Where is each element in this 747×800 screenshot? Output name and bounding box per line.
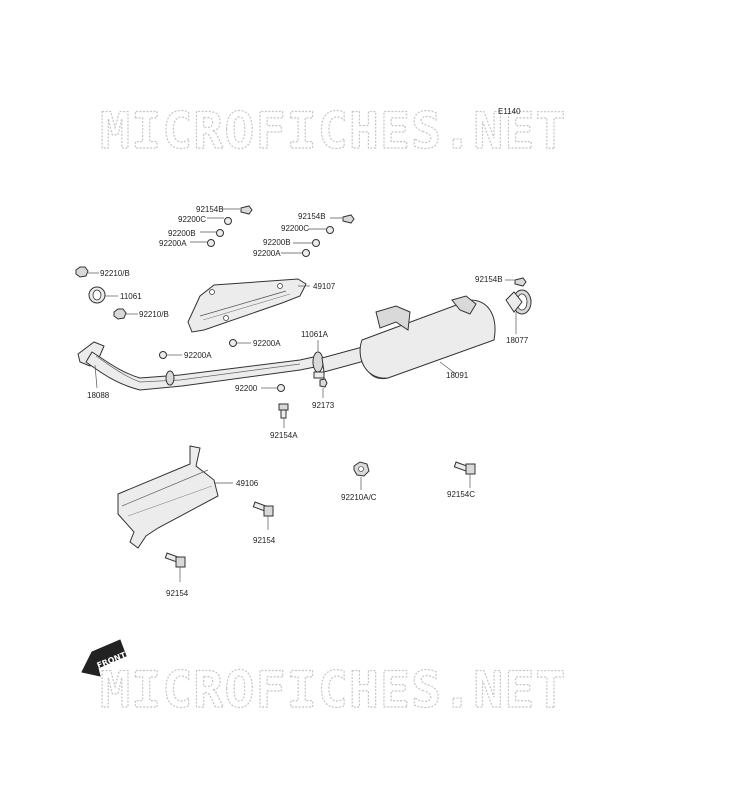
muffler-18091[interactable] bbox=[321, 295, 496, 380]
label-92154B-1: 92154B bbox=[196, 205, 224, 214]
label-49106: 49106 bbox=[236, 479, 259, 488]
label-92200: 92200 bbox=[235, 384, 258, 393]
nut-92210AC[interactable] bbox=[353, 461, 370, 477]
nut-92210B-2[interactable] bbox=[113, 308, 127, 320]
label-92200B-2: 92200B bbox=[263, 238, 291, 247]
exhaust-pipe-18088[interactable] bbox=[77, 341, 321, 391]
hardware-stack-middle bbox=[281, 214, 355, 257]
heat-guard-49106[interactable] bbox=[117, 445, 219, 549]
washer-92200A-4[interactable] bbox=[229, 339, 237, 347]
label-92210AC: 92210A/C bbox=[341, 493, 377, 502]
label-11061A: 11061A bbox=[301, 330, 329, 339]
label-92200A-1: 92200A bbox=[159, 239, 187, 248]
washer-92200A-2[interactable] bbox=[302, 249, 310, 257]
watermark-top: MICROFICHES.NET bbox=[100, 102, 567, 160]
label-92200B-1: 92200B bbox=[168, 229, 196, 238]
label-92154-1: 92154 bbox=[253, 536, 276, 545]
clamp-11061A[interactable] bbox=[312, 351, 325, 379]
label-92200C-1: 92200C bbox=[178, 215, 206, 224]
label-11061: 11061 bbox=[120, 292, 142, 301]
hardware-stack-left bbox=[190, 205, 253, 247]
bolt-92154-2[interactable] bbox=[164, 552, 186, 568]
label-92173: 92173 bbox=[312, 401, 335, 410]
label-49107: 49107 bbox=[313, 282, 336, 291]
bolt-92154B-3[interactable] bbox=[514, 277, 527, 287]
diagram-id: E1140 bbox=[498, 107, 521, 116]
watermark-bottom: MICROFICHES.NET bbox=[100, 661, 567, 719]
washer-92200B-1[interactable] bbox=[216, 229, 224, 237]
label-92154A: 92154A bbox=[270, 431, 298, 440]
bolt-92154B-2[interactable] bbox=[342, 214, 355, 224]
label-18088: 18088 bbox=[87, 391, 110, 400]
washer-92200C-2[interactable] bbox=[326, 226, 334, 234]
bolt-92154B-1[interactable] bbox=[240, 205, 253, 215]
heat-guard-49107[interactable] bbox=[187, 278, 307, 333]
label-18077: 18077 bbox=[506, 336, 529, 345]
bolt-92154A[interactable] bbox=[278, 403, 289, 419]
tailpipe-18077[interactable] bbox=[505, 289, 532, 315]
washer-92200B-2[interactable] bbox=[312, 239, 320, 247]
washer-92200[interactable] bbox=[277, 384, 285, 392]
bolt-92173[interactable] bbox=[319, 378, 328, 388]
label-92154C: 92154C bbox=[447, 490, 475, 499]
label-92200A-2: 92200A bbox=[253, 249, 281, 258]
label-92154B-3: 92154B bbox=[475, 275, 503, 284]
label-18091: 18091 bbox=[446, 371, 469, 380]
label-92200C-2: 92200C bbox=[281, 224, 309, 233]
washer-92200A-1[interactable] bbox=[207, 239, 215, 247]
bolt-92154-1[interactable] bbox=[252, 501, 274, 517]
bolt-92154C[interactable] bbox=[453, 461, 476, 475]
label-92210B-2: 92210/B bbox=[139, 310, 169, 319]
label-92154B-2: 92154B bbox=[298, 212, 326, 221]
label-92210B-1: 92210/B bbox=[100, 269, 130, 278]
washer-92200C-1[interactable] bbox=[224, 217, 232, 225]
label-92200A-4: 92200A bbox=[253, 339, 281, 348]
washer-92200A-3[interactable] bbox=[159, 351, 167, 359]
nut-92210B-1[interactable] bbox=[75, 266, 89, 278]
label-92154-2: 92154 bbox=[166, 589, 189, 598]
label-92200A-3: 92200A bbox=[184, 351, 212, 360]
